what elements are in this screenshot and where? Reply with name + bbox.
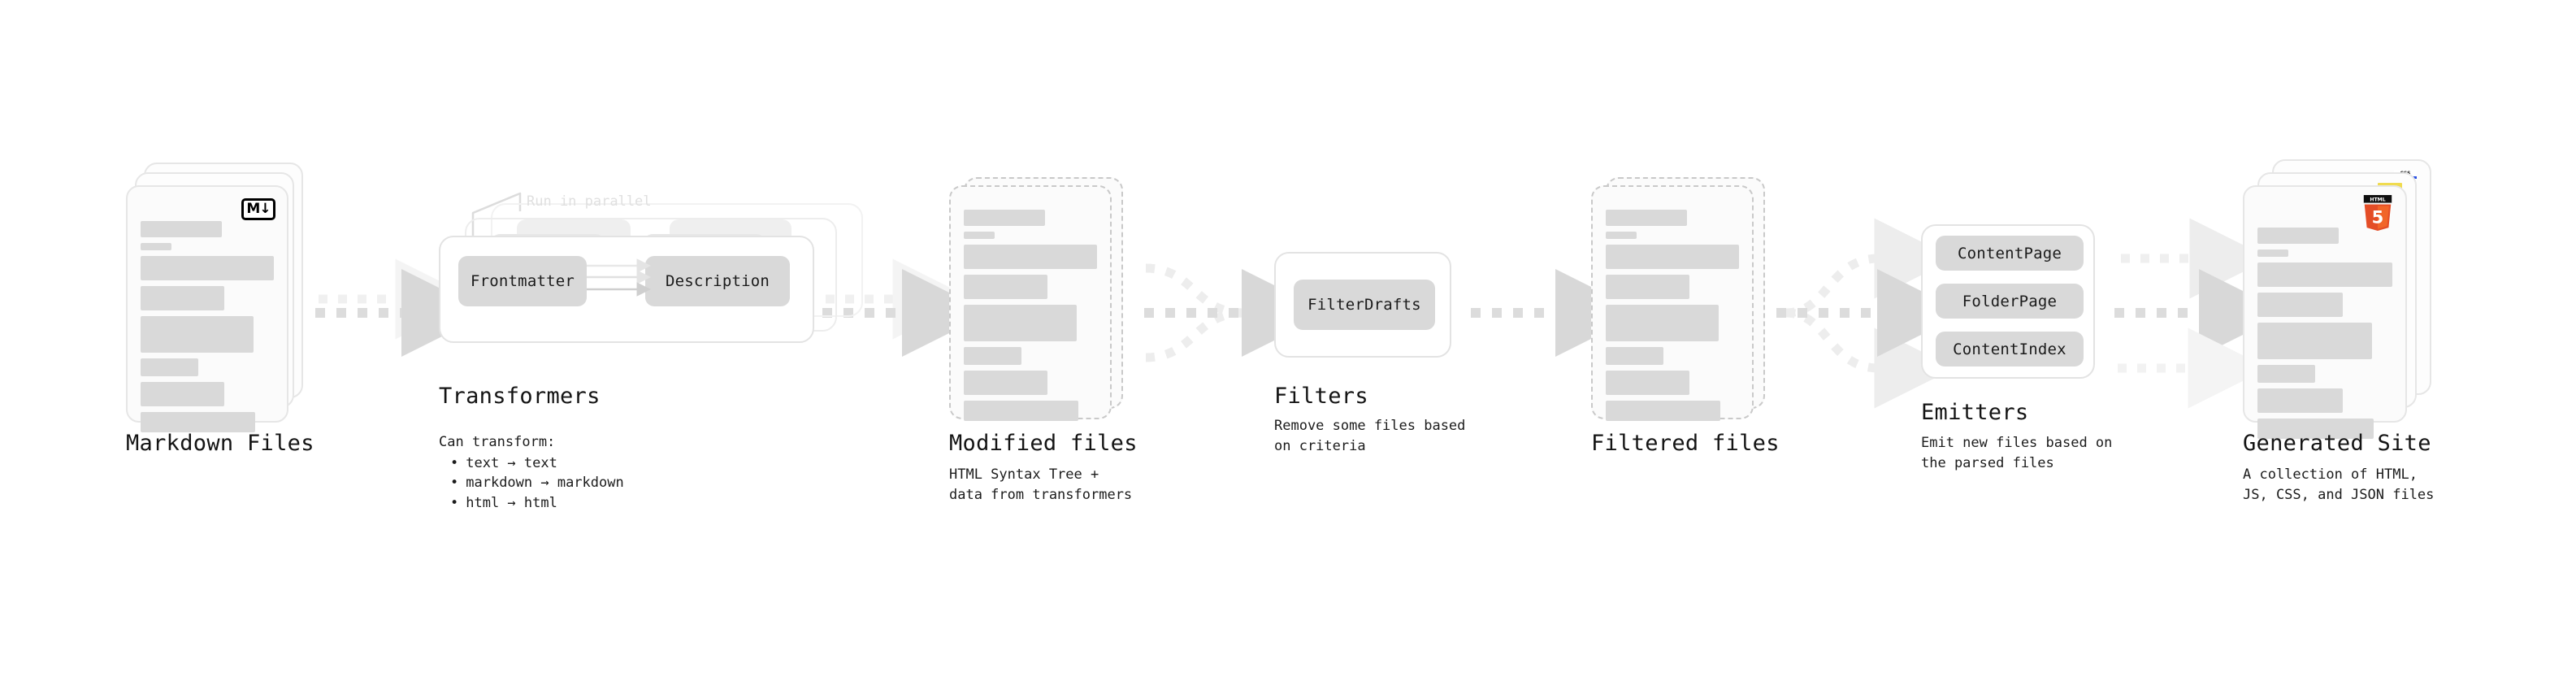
label-transformers: Transformers (439, 384, 601, 409)
transformer-inner-arrows (587, 258, 651, 297)
connector-emitters-to-site (2114, 218, 2287, 409)
transformers-panel-front: Frontmatter Description (439, 236, 814, 343)
filters-panel: FilterDrafts (1274, 252, 1451, 358)
label-modified-files: Modified files (949, 431, 1138, 456)
filter-plugin-label: FilterDrafts (1308, 296, 1421, 314)
desc-emitters: Emit new files based on the parsed files (1921, 435, 2113, 471)
label-filtered-files: Filtered files (1591, 431, 1780, 456)
connector-md-to-transformers (315, 258, 489, 357)
modified-card-front (949, 185, 1112, 421)
markdown-badge: M↓ (241, 198, 275, 220)
connector-filtered-to-emitters (1776, 218, 1965, 409)
note-run-in-parallel: Run in parallel (527, 193, 652, 210)
label-generated-site: Generated Site (2243, 431, 2431, 456)
emitter-plugin-label: ContentPage (1957, 244, 2062, 262)
site-card-skeleton (2257, 228, 2392, 439)
emitter-plugin-contentindex[interactable]: ContentIndex (1936, 332, 2084, 367)
filtered-card-skeleton (1606, 210, 1739, 421)
label-emitters: Emitters (1921, 400, 2029, 425)
label-markdown-files: Markdown Files (126, 431, 314, 456)
transformer-plugin-frontmatter[interactable]: Frontmatter (458, 256, 587, 306)
stage-markdown-files: M↓ M↓ M↓ (126, 163, 313, 432)
transformers-capabilities: Can transform: text → text markdown → ma… (439, 432, 624, 514)
emitter-plugin-label: ContentIndex (1953, 340, 2066, 358)
filter-plugin-filterdrafts[interactable]: FilterDrafts (1294, 280, 1435, 330)
emitter-plugin-folderpage[interactable]: FolderPage (1936, 284, 2084, 319)
stage-filtered-files (1591, 177, 1778, 421)
stage-generated-site: CSS HTML 5 (2243, 159, 2438, 439)
desc-modified-files: HTML Syntax Tree + data from transformer… (949, 466, 1133, 503)
capability-item: markdown → markdown (450, 473, 623, 493)
markdown-card-skeleton (141, 221, 274, 432)
site-card-front: HTML 5 (2243, 185, 2407, 439)
desc-filters: Remove some files based on criteria (1274, 418, 1466, 454)
markdown-badge-letter: M (246, 201, 260, 217)
emitters-panel: ContentPage FolderPage ContentIndex (1921, 224, 2095, 379)
emitter-plugin-label: FolderPage (1962, 292, 2058, 310)
transformer-plugin-label: Description (665, 272, 770, 290)
connector-modified-to-filters (1144, 263, 1329, 362)
markdown-card-front: M↓ (126, 185, 288, 432)
svg-text:5: 5 (2372, 206, 2384, 227)
emitter-plugin-contentpage[interactable]: ContentPage (1936, 236, 2084, 271)
capabilities-heading: Can transform: (439, 434, 556, 450)
html5-icon: HTML 5 (2363, 195, 2392, 231)
desc-generated-site: A collection of HTML, JS, CSS, and JSON … (2243, 466, 2435, 503)
svg-text:HTML: HTML (2370, 197, 2385, 202)
capability-item: text → text (450, 453, 624, 474)
filtered-card-front (1591, 185, 1754, 421)
transformer-plugin-description[interactable]: Description (645, 256, 790, 306)
label-filters: Filters (1274, 384, 1368, 409)
stage-modified-files (949, 177, 1136, 421)
transformer-plugin-label: Frontmatter (470, 272, 575, 290)
modified-card-skeleton (964, 210, 1097, 421)
capability-item: html → html (450, 493, 624, 514)
